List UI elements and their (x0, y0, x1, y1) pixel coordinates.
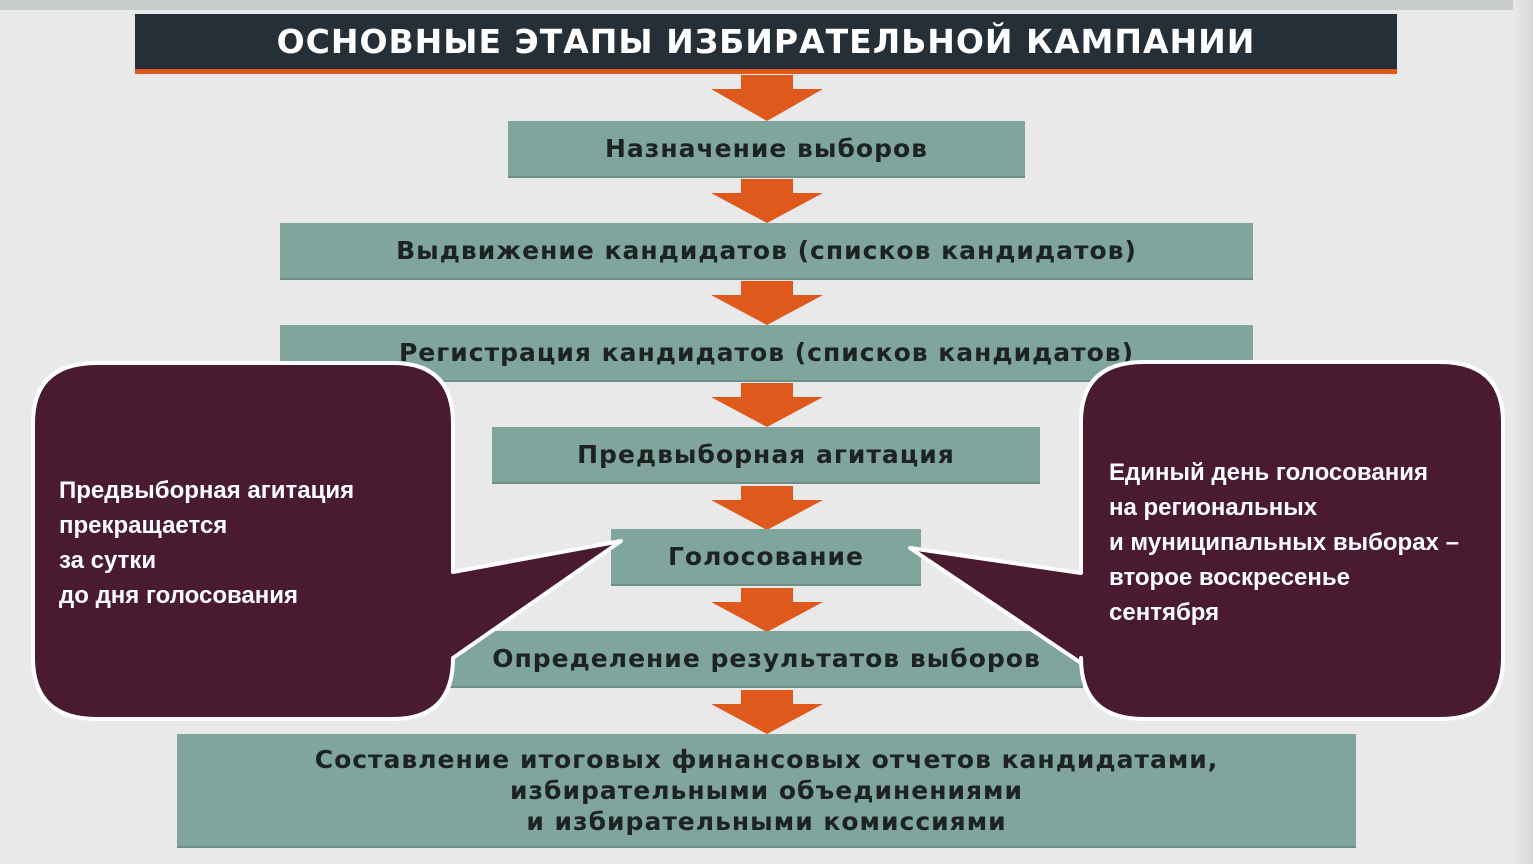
callout-left-text: Предвыборная агитация прекращается за су… (59, 477, 355, 609)
right-edge-shadow (1513, 0, 1533, 864)
flow-arrow-3 (711, 281, 823, 325)
step-box-7: Составление итоговых финансовых отчетов … (177, 734, 1356, 848)
diagram-title: ОСНОВНЫЕ ЭТАПЫ ИЗБИРАТЕЛЬНОЙ КАМПАНИИ (135, 14, 1397, 74)
callout-right-bubble (908, 360, 1505, 721)
step-box-1: Назначение выборов (508, 121, 1025, 178)
step-box-3: Регистрация кандидатов (списков кандидат… (280, 325, 1253, 382)
flow-arrow-4 (711, 383, 823, 427)
step-box-2: Выдвижение кандидатов (списков кандидато… (280, 223, 1253, 280)
flow-arrow-6 (711, 588, 823, 632)
step-box-5: Голосование (611, 529, 921, 586)
top-strip (0, 0, 1533, 10)
step-box-6: Определение результатов выборов (450, 631, 1083, 688)
flow-arrow-5 (711, 486, 823, 530)
flow-arrow-2 (711, 179, 823, 223)
callout-right-text: Единый день голосования на региональных … (1109, 459, 1459, 626)
callout-left-bubble (31, 361, 623, 721)
flow-arrow-1 (711, 75, 823, 121)
step-box-4: Предвыборная агитация (492, 427, 1040, 484)
flow-arrow-7 (711, 690, 823, 734)
